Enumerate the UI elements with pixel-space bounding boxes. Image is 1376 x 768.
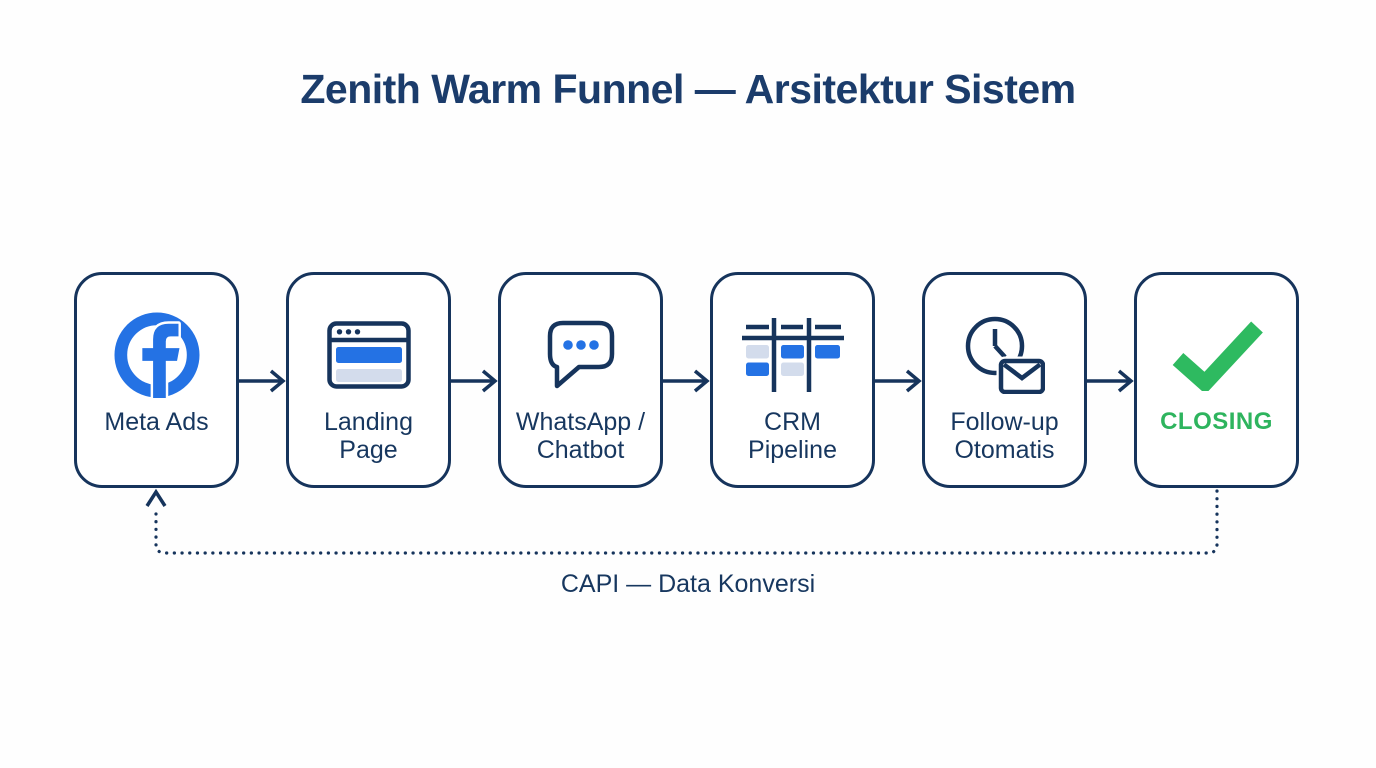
flow-step-closing: CLOSING	[1134, 272, 1299, 488]
kanban-board-icon	[741, 305, 844, 405]
step-label: Landing Page	[324, 408, 413, 464]
arrow-right-icon	[1087, 369, 1134, 393]
flow-step-follow-up: Follow-up Otomatis	[922, 272, 1087, 488]
chat-bubble-icon	[547, 305, 615, 405]
arrow-up-icon	[145, 488, 167, 507]
flow-step-meta-ads: Meta Ads	[74, 272, 239, 488]
flow-step-crm-pipeline: CRM Pipeline	[710, 272, 875, 488]
feedback-loop-label: CAPI — Data Konversi	[560, 570, 816, 598]
funnel-flow: Meta Ads Landing Pag	[74, 272, 1299, 488]
check-mark-icon	[1171, 305, 1263, 405]
facebook-icon	[113, 305, 200, 405]
step-label: Meta Ads	[104, 408, 209, 436]
step-label: CRM Pipeline	[748, 408, 837, 464]
step-label: Follow-up Otomatis	[950, 408, 1059, 464]
arrow-right-icon	[239, 369, 286, 393]
step-label: WhatsApp / Chatbot	[515, 408, 646, 464]
step-label: CLOSING	[1160, 408, 1273, 435]
browser-window-icon	[326, 305, 411, 405]
page-title: Zenith Warm Funnel — Arsitektur Sistem	[300, 66, 1076, 112]
clock-mail-icon	[965, 305, 1045, 405]
flow-step-landing-page: Landing Page	[286, 272, 451, 488]
arrow-right-icon	[875, 369, 922, 393]
arrow-right-icon	[451, 369, 498, 393]
flow-step-whatsapp-chatbot: WhatsApp / Chatbot	[498, 272, 663, 488]
arrow-right-icon	[663, 369, 710, 393]
